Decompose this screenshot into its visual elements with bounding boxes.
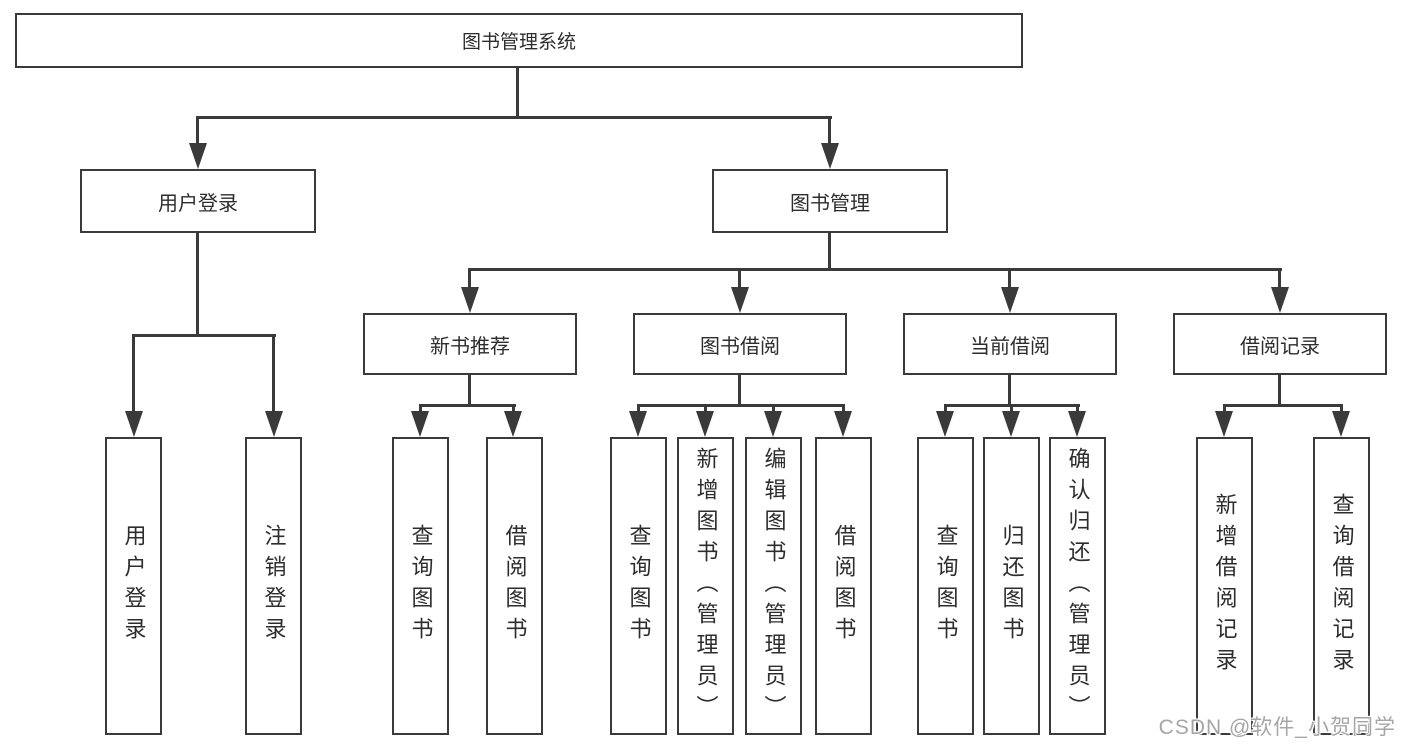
arrow-down-icon [189,143,207,169]
leaf-return-books: 归还图书 [983,437,1040,735]
leaf-user-login: 用户登录 [105,437,162,735]
leaf-recommend-borrow-books: 借阅图书 [486,437,543,735]
csdn-watermark: CSDN @软件_小贺同学 [1158,716,1396,739]
leaf-add-borrow-record-label: 新增借阅记录 [1212,493,1238,679]
node-user-login-label: 用户登录 [158,192,238,215]
node-user-login: 用户登录 [80,169,316,233]
arrow-down-icon [834,411,852,437]
node-current-borrow: 当前借阅 [903,313,1117,375]
arrow-down-icon [461,287,479,313]
connector-leaf-drop [704,404,707,415]
connector-user-login-branch [132,334,276,337]
leaf-logout: 注销登录 [245,437,302,735]
connector-root-branch [196,116,832,119]
connector-user-login-stem [196,233,199,337]
connector-leaf-drop [1076,404,1079,415]
leaf-logout-label: 注销登录 [261,524,287,648]
connector-leaf-drop [1340,404,1343,415]
leaf-edit-books-admin-label: 编辑图书（管理员） [761,446,787,726]
leaf-query-borrow-record-label: 查询借阅记录 [1329,493,1355,679]
leaf-confirm-return-admin: 确认归还（管理员） [1049,437,1106,735]
arrow-down-icon [1001,287,1019,313]
arrow-down-icon [1215,411,1233,437]
leaf-add-books-admin-label: 新增图书（管理员） [693,446,719,726]
connector-to-leaf-logout [272,334,275,414]
node-new-book-recommend: 新书推荐 [363,313,577,375]
leaf-recommend-query-books: 查询图书 [392,437,449,735]
arrow-down-icon [504,411,522,437]
leaf-current-query-books: 查询图书 [917,437,974,735]
arrow-down-icon [411,411,429,437]
connector-leaf-drop [772,404,775,415]
connector-book-management-stem [828,233,831,271]
connector-to-borrow-records [1278,268,1281,290]
node-borrow-records: 借阅记录 [1173,313,1387,375]
connector-root-stem [516,68,519,118]
connector-borrow-records-branch [1223,404,1343,407]
connector-to-book-management [828,116,831,148]
leaf-return-books-label: 归还图书 [999,524,1025,648]
connector-to-user-login [196,116,199,148]
node-new-book-recommend-label: 新书推荐 [430,335,510,358]
arrow-down-icon [821,143,839,169]
node-book-management: 图书管理 [712,169,948,233]
connector-leaf-drop [512,404,515,415]
node-borrow-records-label: 借阅记录 [1240,335,1320,358]
connector-leaf-drop [637,404,640,415]
leaf-recommend-query-books-label: 查询图书 [408,524,434,648]
connector-leaf-drop [419,404,422,415]
connector-to-book-borrow [738,268,741,290]
leaf-add-books-admin: 新增图书（管理员） [677,437,734,735]
leaf-edit-books-admin: 编辑图书（管理员） [745,437,802,735]
arrow-down-icon [696,411,714,437]
connector-book-management-branch [468,268,1282,271]
arrow-down-icon [1332,411,1350,437]
node-library-management-system-label: 图书管理系统 [461,32,576,53]
leaf-borrow-borrow-books: 借阅图书 [815,437,872,735]
connector-book-borrow-branch [637,404,845,407]
connector-new-book-recommend-branch [419,404,516,407]
leaf-query-borrow-record: 查询借阅记录 [1313,437,1370,735]
arrow-down-icon [936,411,954,437]
leaf-recommend-borrow-books-label: 借阅图书 [502,524,528,648]
connector-leaf-drop [842,404,845,415]
node-library-management-system: 图书管理系统 [15,13,1023,68]
arrow-down-icon [629,411,647,437]
connector-to-new-book-recommend [468,268,471,290]
leaf-borrow-borrow-books-label: 借阅图书 [831,524,857,648]
node-current-borrow-label: 当前借阅 [970,335,1050,358]
leaf-confirm-return-admin-label: 确认归还（管理员） [1065,446,1091,726]
connector-leaf-drop [1010,404,1013,415]
connector-new-book-recommend-stem [468,375,471,406]
connector-leaf-drop [1223,404,1226,415]
connector-leaf-drop [944,404,947,415]
connector-book-borrow-stem [738,375,741,406]
connector-to-leaf-user-login [132,334,135,414]
connector-borrow-records-stem [1278,375,1281,406]
leaf-user-login-label: 用户登录 [121,524,147,648]
leaf-borrow-query-books-label: 查询图书 [626,524,652,648]
node-book-management-label: 图书管理 [790,192,870,215]
arrow-down-icon [764,411,782,437]
arrow-down-icon [1002,411,1020,437]
leaf-current-query-books-label: 查询图书 [933,524,959,648]
arrow-down-icon [265,411,283,437]
connector-current-borrow-stem [1008,375,1011,406]
arrow-down-icon [125,411,143,437]
arrow-down-icon [1271,287,1289,313]
node-book-borrow: 图书借阅 [633,313,847,375]
node-book-borrow-label: 图书借阅 [700,335,780,358]
leaf-add-borrow-record: 新增借阅记录 [1196,437,1253,735]
arrow-down-icon [731,287,749,313]
leaf-borrow-query-books: 查询图书 [610,437,667,735]
connector-to-current-borrow [1008,268,1011,290]
arrow-down-icon [1068,411,1086,437]
